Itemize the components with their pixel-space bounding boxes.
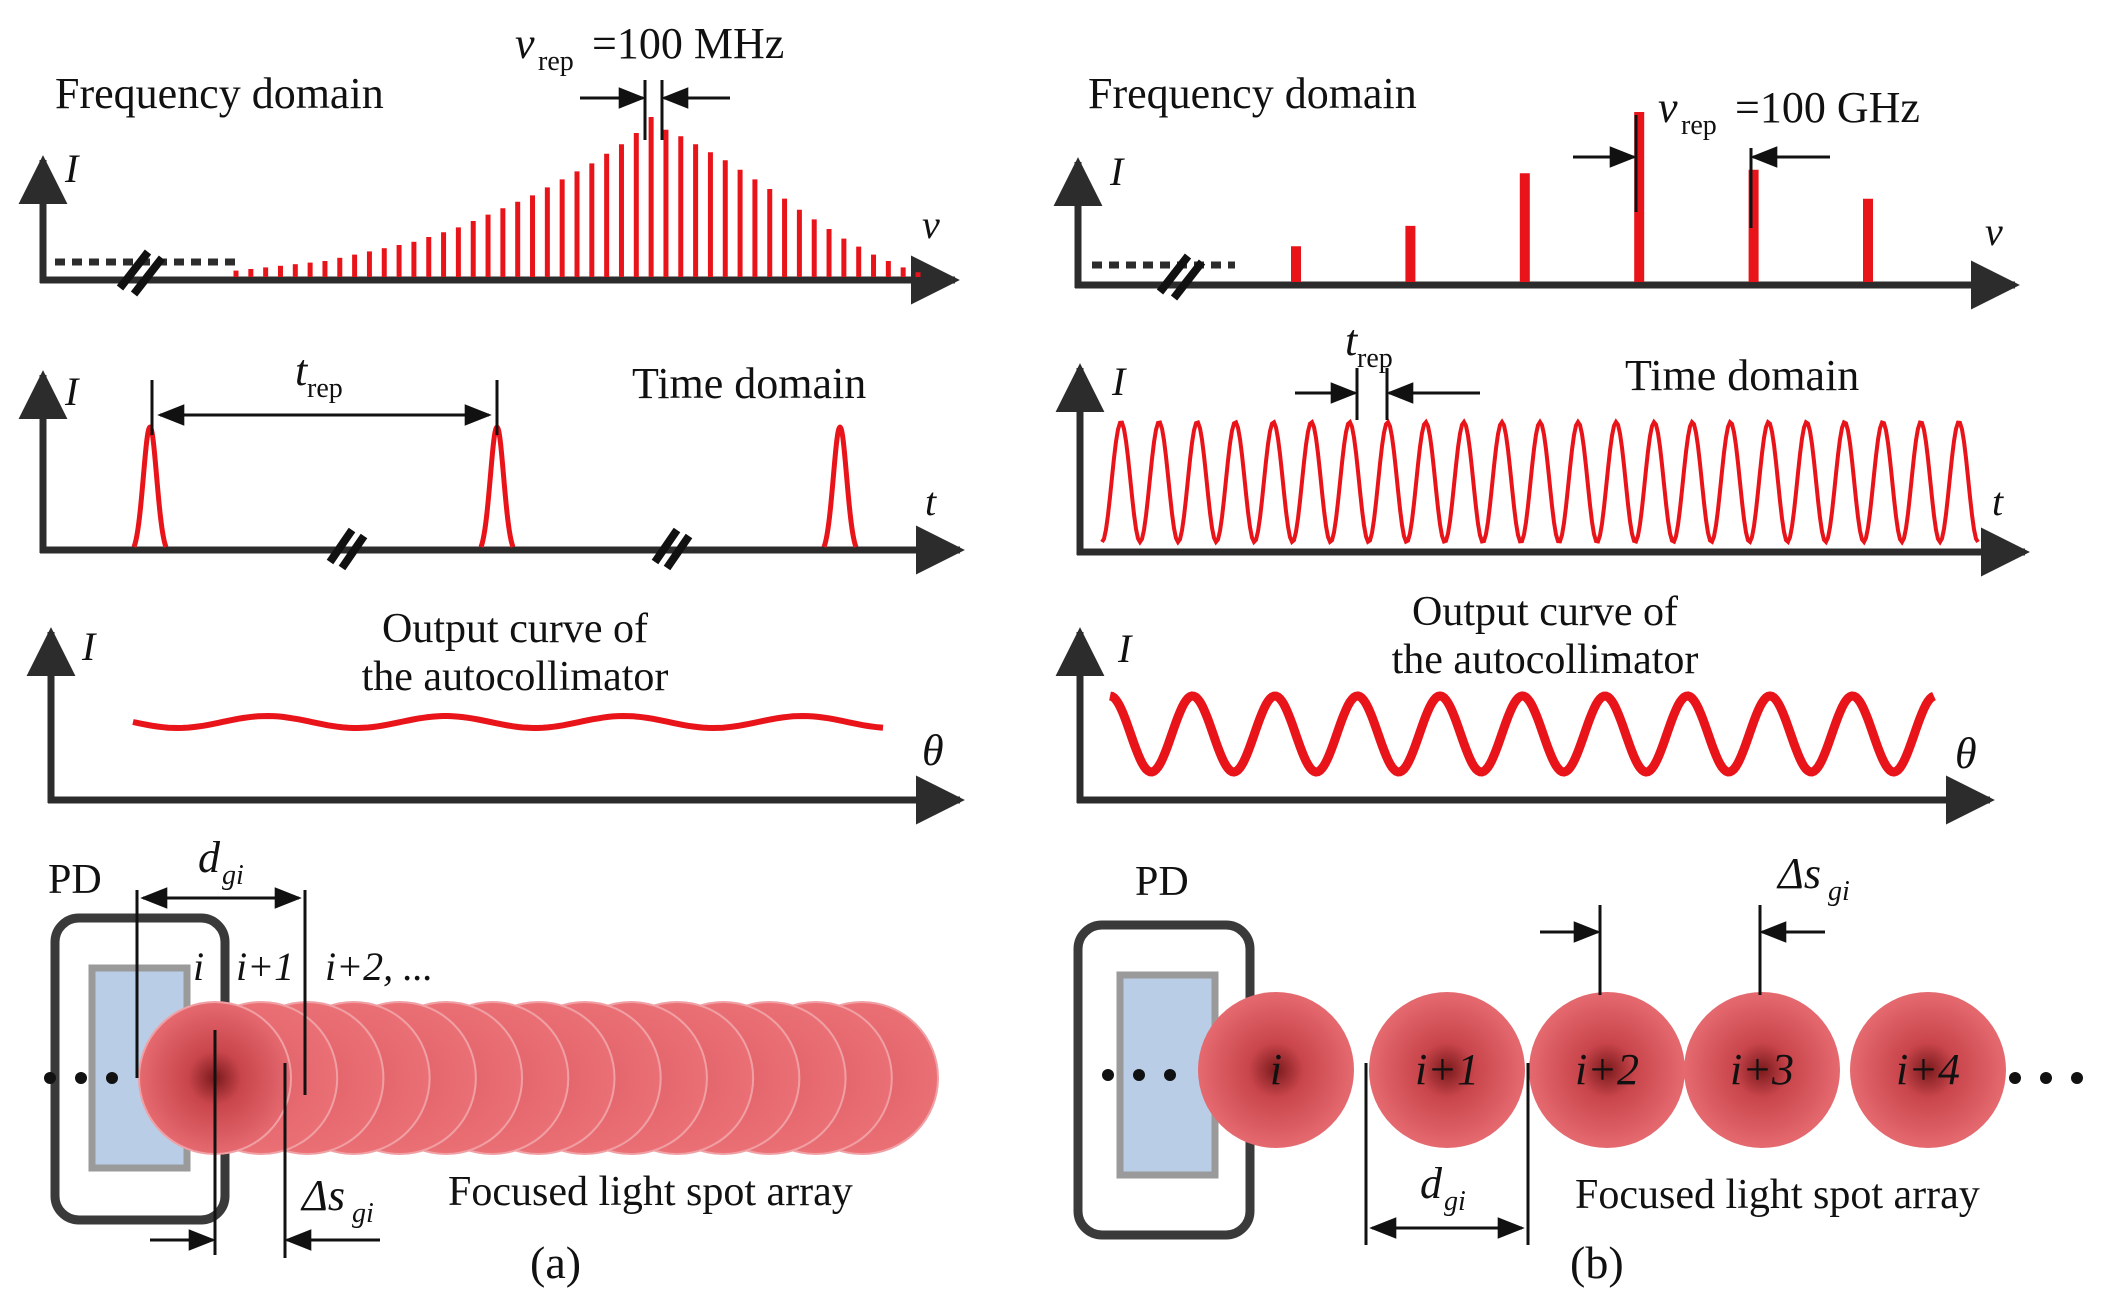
freq-title: Frequency domain	[55, 69, 384, 118]
vrep-subscript: rep	[538, 46, 574, 77]
x-axis-label: t	[925, 479, 937, 524]
trep-subscript: rep	[1357, 343, 1393, 374]
light-spot	[1850, 992, 2006, 1148]
axis-break-icon	[326, 527, 368, 571]
panel-b-spot-array: PD i i+1 i+2 i+3 i+4 d gi Δs gi	[1073, 849, 2083, 1288]
freq-title: Frequency domain	[1088, 69, 1417, 118]
comb-lines-a	[233, 117, 921, 277]
vrep-value: =100 GHz	[1735, 83, 1920, 132]
trep-label: t rep	[295, 346, 343, 404]
ds-label: Δs gi	[300, 1171, 374, 1229]
output-title-line2: the autocollimator	[362, 654, 669, 700]
vrep-symbol: v	[515, 19, 535, 68]
output-title-line1: Output curve of	[1412, 589, 1678, 635]
output-curve-b	[1109, 691, 1936, 777]
vrep-label: v rep =100 GHz	[1658, 83, 1920, 141]
spot-label: i+2	[1575, 1045, 1639, 1094]
spot-label: i+4	[1896, 1045, 1960, 1094]
x-axis-label: v	[1985, 209, 2003, 254]
spot-label: i+3	[1730, 1045, 1794, 1094]
panel-b: Frequency domain I v v rep =100 GHz Time…	[1053, 69, 2083, 1288]
y-axis-label: I	[1111, 359, 1127, 404]
axis-break-icon	[116, 249, 166, 297]
trep-symbol: t	[295, 346, 309, 395]
spot-label-i1: i+1	[236, 944, 294, 989]
y-axis-label: I	[81, 624, 97, 669]
d-label: d gi	[1420, 1159, 1466, 1217]
comb-lines-b	[1291, 112, 1873, 282]
x-axis-label: v	[922, 202, 940, 247]
time-title: Time domain	[1625, 351, 1859, 400]
pulse	[478, 424, 516, 548]
spot-array-label: Focused light spot array	[448, 1169, 853, 1215]
panel-a-spot-array: PD d gi i i+1 i+2, ... Δs gi	[44, 833, 939, 1288]
theta-label: θ	[922, 726, 944, 775]
light-spot	[1684, 992, 1840, 1148]
time-title: Time domain	[632, 359, 866, 408]
trep-marker	[1295, 368, 1480, 420]
dots-icon	[1102, 1069, 1176, 1081]
trep-marker	[150, 380, 499, 435]
vrep-label: v rep =100 MHz	[515, 19, 784, 77]
d-label: d gi	[198, 833, 244, 891]
trep-subscript: rep	[307, 373, 343, 404]
panel-b-time-plot: Time domain I t t rep	[1055, 316, 2030, 577]
light-spots-a	[138, 1001, 939, 1155]
panel-a-frequency-plot: Frequency domain I v v rep =100 MHz	[18, 19, 960, 305]
panel-a: Frequency domain I v v rep =100 MHz Time…	[18, 19, 965, 1288]
output-title-line2: the autocollimator	[1392, 637, 1699, 683]
vrep-symbol: v	[1658, 83, 1678, 132]
panel-b-output-plot: I θ Output curve of the autocollimator	[1055, 589, 1995, 825]
ds-subscript: gi	[352, 1198, 374, 1229]
d-subscript: gi	[222, 860, 244, 891]
pd-label: PD	[48, 857, 102, 903]
ds-symbol: Δs	[1776, 849, 1821, 898]
spot-label: i+1	[1415, 1045, 1479, 1094]
spot-label: i	[1270, 1045, 1282, 1094]
y-axis-label: I	[64, 369, 80, 414]
panel-b-frequency-plot: Frequency domain I v v rep =100 GHz	[1053, 69, 2020, 310]
pulse	[821, 424, 859, 548]
d-symbol: d	[198, 833, 221, 882]
d-subscript: gi	[1444, 1186, 1466, 1217]
ds-symbol: Δs	[300, 1171, 345, 1220]
output-title-line1: Output curve of	[382, 606, 648, 652]
vrep-value: =100 MHz	[592, 19, 784, 68]
d-symbol: d	[1420, 1159, 1443, 1208]
dots-icon	[44, 1072, 118, 1084]
caption-b: (b)	[1570, 1237, 1624, 1288]
light-spot	[1369, 992, 1525, 1148]
vrep-subscript: rep	[1681, 110, 1717, 141]
theta-label: θ	[1955, 729, 1977, 778]
caption-a: (a)	[530, 1237, 581, 1288]
pulse	[131, 424, 169, 548]
light-spot	[1198, 992, 1354, 1148]
ds-label: Δs gi	[1776, 849, 1850, 907]
pulse-train-b	[1100, 418, 1980, 546]
panel-a-output-plot: I θ Output curve of the autocollimator	[26, 606, 965, 825]
spot-label-i: i	[193, 944, 204, 989]
y-axis-label: I	[1117, 626, 1133, 671]
trep-label: t rep	[1345, 316, 1393, 374]
ds-subscript: gi	[1828, 876, 1850, 907]
panel-a-time-plot: Time domain I t t rep	[18, 346, 965, 575]
light-spots-b: i i+1 i+2 i+3 i+4	[1198, 992, 2006, 1148]
x-axis-label: t	[1992, 479, 2004, 524]
light-spot	[1529, 992, 1685, 1148]
y-axis-label: I	[1109, 149, 1125, 194]
pd-label: PD	[1135, 859, 1189, 905]
trailing-dots-icon	[2009, 1072, 2083, 1084]
y-axis-label: I	[64, 146, 80, 191]
spot-label-i2: i+2, ...	[325, 944, 433, 989]
axis-break-icon	[651, 527, 693, 571]
pulse-train-a	[131, 424, 859, 548]
vrep-marker	[580, 80, 730, 140]
output-curve-a	[132, 712, 884, 732]
vrep-marker	[1573, 115, 1830, 228]
spot-array-label: Focused light spot array	[1575, 1172, 1980, 1218]
axis-break-icon	[1156, 253, 1206, 301]
trep-symbol: t	[1345, 316, 1359, 365]
